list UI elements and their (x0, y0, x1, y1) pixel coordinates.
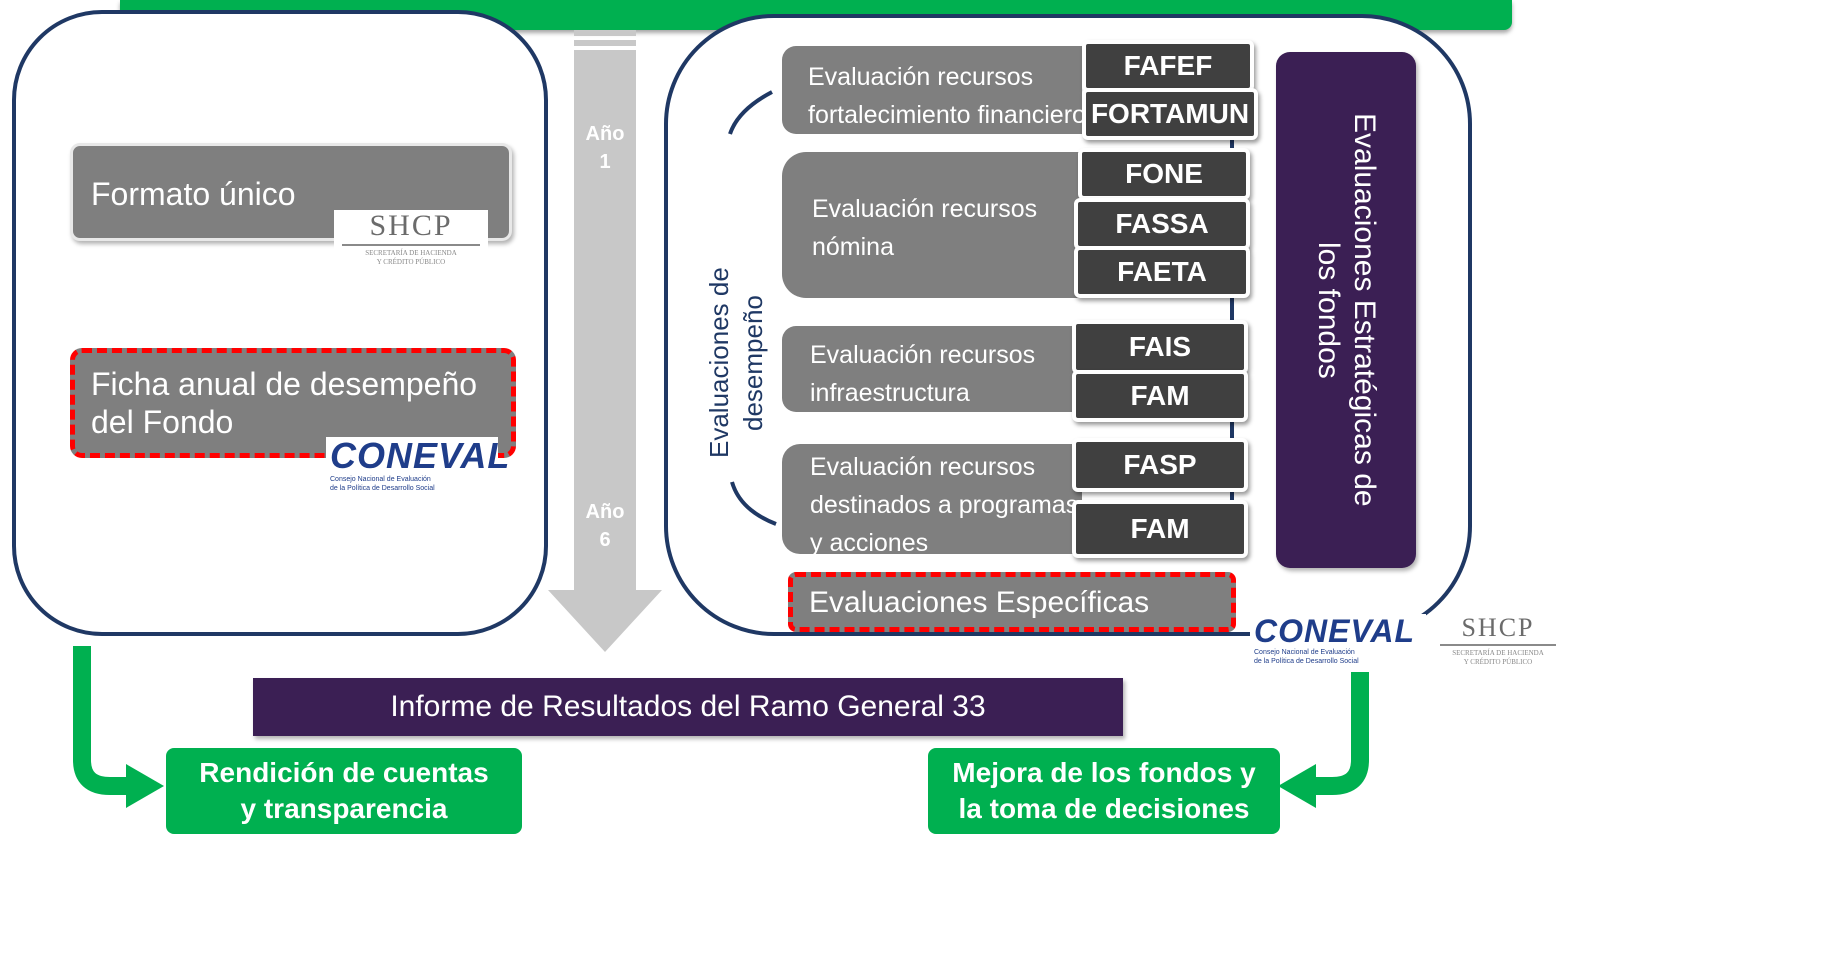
mejora-box: Mejora de los fondos y la toma de decisi… (928, 748, 1280, 834)
group-infraestructura-box: Evaluación recursos infraestructura (782, 326, 1082, 412)
informe-bar: Informe de Resultados del Ramo General 3… (253, 678, 1123, 736)
year-end-label: Año 6 (585, 501, 625, 551)
ficha-anual-box: Ficha anual de desempeño del Fondo (70, 348, 516, 458)
group-fortalecimiento-box: Evaluación recursos fortalecimiento fina… (782, 46, 1086, 134)
fund-fortamun: FORTAMUN (1082, 88, 1258, 140)
group-fortalecimiento-label: Evaluación recursos fortalecimiento fina… (808, 63, 1086, 129)
coneval-logo-left: CONEVAL Consejo Nacional de Evaluación d… (326, 435, 511, 503)
especificas-label: Evaluaciones Específicas (809, 586, 1150, 619)
estrategicas-label: Evaluaciones Estratégicas de los fondos (1312, 113, 1381, 507)
group-infraestructura-label: Evaluación recursos infraestructura (810, 341, 1036, 407)
left-panel (12, 10, 548, 636)
informe-label: Informe de Resultados del Ramo General 3… (390, 690, 986, 723)
coneval-logo-right-title: CONEVAL (1254, 613, 1416, 649)
desempeno-bracket (728, 90, 777, 526)
especificas-box: Evaluaciones Específicas (788, 572, 1236, 632)
right-green-arrow (1278, 672, 1369, 808)
shcp-logo-left: SHCP SECRETARÍA DE HACIENDA Y CRÉDITO PÚ… (334, 210, 488, 270)
group-programas-label: Evaluación recursos destinados a program… (810, 453, 1079, 557)
fund-fam-2: FAM (1072, 500, 1248, 558)
shcp-logo-title: SHCP (369, 209, 453, 242)
shcp-logo-right: SHCP SECRETARÍA DE HACIENDA Y CRÉDITO PÚ… (1432, 614, 1564, 666)
fund-fais: FAIS (1072, 320, 1248, 374)
fund-fasp: FASP (1072, 438, 1248, 492)
group-nomina-box: Evaluación recursos nómina (782, 152, 1082, 298)
year-start-label: Año 1 (585, 123, 625, 173)
estrategicas-box: Evaluaciones Estratégicas de los fondos (1276, 52, 1416, 568)
rendicion-line2: y transparencia (240, 793, 448, 824)
shcp-logo-rule (342, 244, 480, 246)
mejora-line2: la toma de decisiones (958, 793, 1250, 824)
formato-unico-label: Formato único (91, 176, 296, 212)
timeline-arrow (548, 30, 662, 652)
rendicion-line1: Rendición de cuentas (199, 757, 489, 788)
coneval-logo-right: CONEVAL Consejo Nacional de Evaluación d… (1250, 614, 1426, 678)
coneval-logo-title: CONEVAL (330, 435, 511, 476)
group-programas-box: Evaluación recursos destinados a program… (782, 444, 1082, 557)
fund-fam-1: FAM (1072, 370, 1248, 422)
fund-fassa: FASSA (1074, 198, 1250, 250)
fund-faeta: FAETA (1074, 246, 1250, 298)
shcp-logo-right-rule (1440, 644, 1556, 646)
mejora-line1: Mejora de los fondos y (952, 757, 1256, 788)
coneval-logo-right-subtitle: Consejo Nacional de Evaluación de la Pol… (1254, 649, 1359, 665)
ficha-anual-label: Ficha anual de desempeño del Fondo (91, 366, 478, 440)
coneval-logo-subtitle: Consejo Nacional de Evaluación de la Pol… (330, 476, 435, 492)
group-nomina-label: Evaluación recursos nómina (812, 195, 1038, 261)
desempeno-label: Evaluaciones de desempeño (704, 267, 768, 459)
fund-fafef: FAFEF (1082, 40, 1254, 92)
rendicion-box: Rendición de cuentas y transparencia (166, 748, 522, 834)
left-green-arrow (73, 646, 164, 808)
fund-fone: FONE (1078, 148, 1250, 200)
shcp-logo-right-title: SHCP (1461, 613, 1535, 642)
shcp-logo-subtitle: SECRETARÍA DE HACIENDA Y CRÉDITO PÚBLICO (365, 249, 457, 266)
shcp-logo-right-subtitle: SECRETARÍA DE HACIENDA Y CRÉDITO PÚBLICO (1452, 649, 1544, 666)
